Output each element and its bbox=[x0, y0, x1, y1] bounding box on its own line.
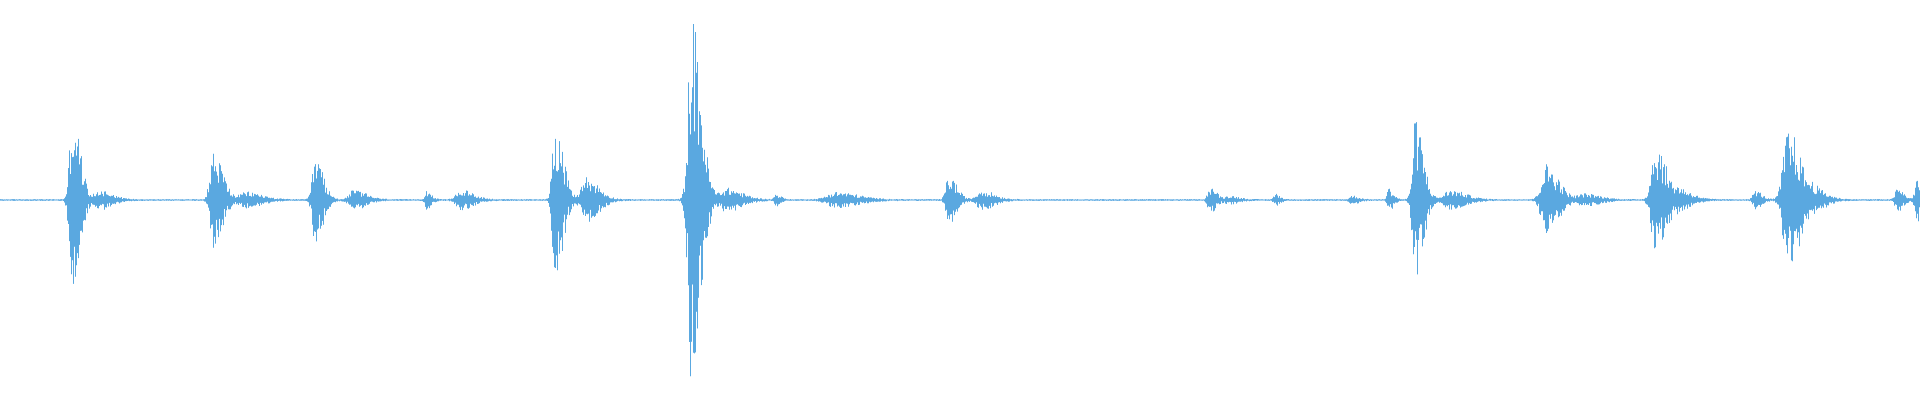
waveform-samples bbox=[0, 24, 1920, 377]
waveform-path bbox=[0, 24, 1920, 377]
